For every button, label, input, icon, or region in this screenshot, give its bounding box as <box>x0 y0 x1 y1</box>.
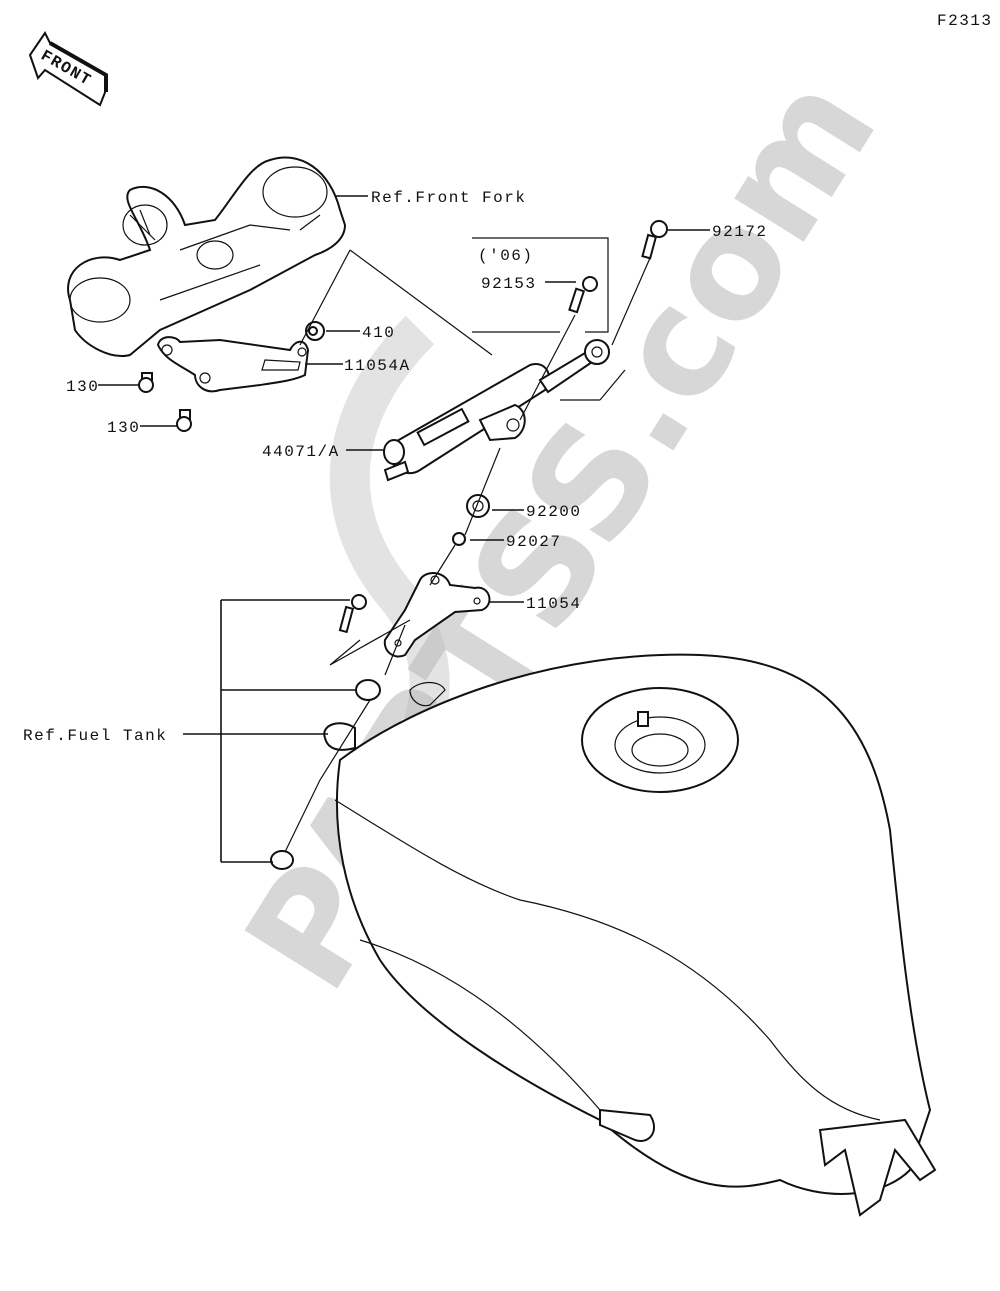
label-11054[interactable]: 11054 <box>526 595 582 613</box>
diagram-code: F2313 <box>937 12 993 30</box>
label-130-upper[interactable]: 130 <box>66 378 99 396</box>
upper-triple-clamp <box>67 156 347 357</box>
bolt-92172 <box>641 220 668 260</box>
bolt-130a <box>138 372 154 393</box>
label-92153[interactable]: 92153 <box>481 275 537 293</box>
label-year-note: ('06) <box>478 247 534 265</box>
label-ref-front-fork: Ref.Front Fork <box>371 189 526 207</box>
label-92027[interactable]: 92027 <box>506 533 562 551</box>
fuel-tank <box>323 653 937 1217</box>
washer-92027 <box>452 532 466 546</box>
label-44071A[interactable]: 44071/A <box>262 443 340 461</box>
label-ref-fuel-tank: Ref.Fuel Tank <box>23 727 167 745</box>
bolt-92153 <box>568 276 598 314</box>
label-11054A[interactable]: 11054A <box>344 357 411 375</box>
label-130-lower[interactable]: 130 <box>107 419 140 437</box>
label-410[interactable]: 410 <box>362 324 395 342</box>
front-arrow-icon: FRONT <box>28 31 108 107</box>
label-92200[interactable]: 92200 <box>526 503 582 521</box>
damper-rubber <box>270 850 294 870</box>
grommet <box>355 679 381 701</box>
steering-damper <box>383 339 610 482</box>
tank-bracket-11054 <box>383 572 491 658</box>
leader-lines <box>98 195 710 863</box>
damper-bracket-11054A <box>156 336 310 393</box>
bolt-130b <box>176 409 192 432</box>
damper-end-cap <box>383 439 405 465</box>
bolt-tank <box>338 594 367 634</box>
bushing-92200 <box>466 494 490 518</box>
label-92172[interactable]: 92172 <box>712 223 768 241</box>
